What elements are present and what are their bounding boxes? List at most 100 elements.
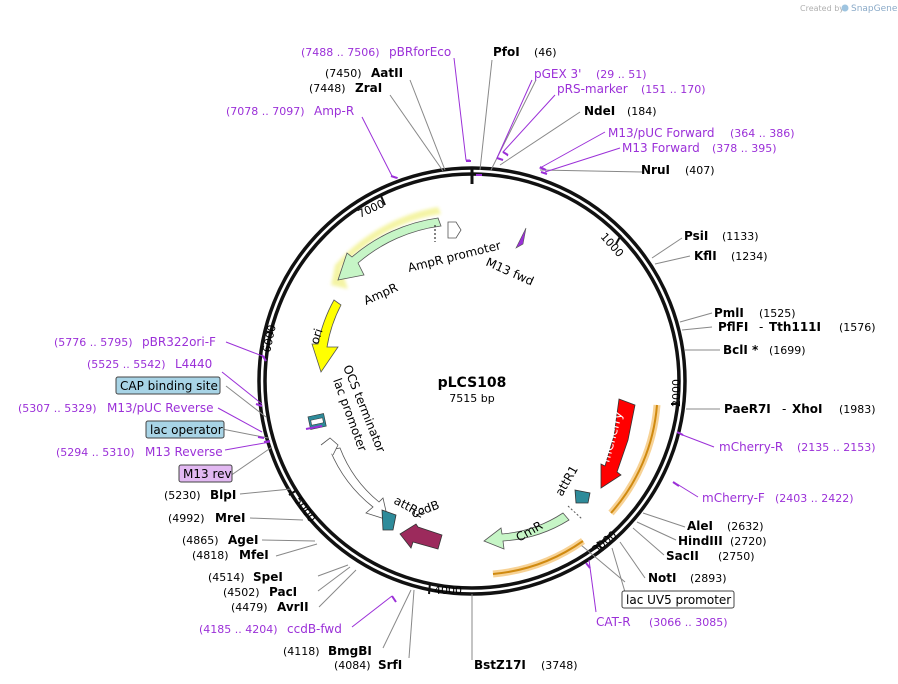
feature-label-ori: ori [308, 327, 326, 346]
enzyme-hindiii: HindIII (2720) [678, 534, 767, 548]
enzyme-paer7i-xhoi: PaeR7I-XhoI(1983) [724, 402, 876, 416]
leader-lines [221, 59, 720, 660]
primer-m13-puc-forward: M13/pUC Forward(364 .. 386) [608, 126, 795, 140]
credit-brand: SnapGene [851, 4, 898, 14]
enzyme-position: (4118) [283, 645, 320, 658]
primer-marks [255, 151, 684, 603]
enzyme-name: ZraI [355, 81, 382, 95]
credit-text: Created by [800, 4, 844, 13]
primer-range: (5776 .. 5795) [54, 336, 133, 349]
enzyme-name: AleI [687, 519, 713, 533]
feature-m13-fwd [515, 227, 527, 249]
tick-0: 1000 [598, 230, 626, 260]
enzyme-agei: (4865)AgeI [182, 533, 258, 547]
enzyme-position: (1525) [759, 307, 796, 320]
enzyme-name: HindIII [678, 534, 723, 548]
enzyme-name: SacII [666, 549, 699, 563]
feature-mcherry [600, 398, 636, 489]
primer-pbr322ori-f: (5776 .. 5795)pBR322ori-F [54, 335, 216, 349]
enzyme-position: (407) [685, 164, 715, 177]
enzyme-alei: AleI(2632) [687, 519, 764, 533]
enzyme-position: (1234) [731, 250, 768, 263]
enzyme-name: BlpI [210, 488, 236, 502]
enzyme-zrai: (7448) ZraI [309, 81, 382, 95]
enzyme-bstz17i: BstZ17I(3748) [474, 658, 578, 672]
enzyme-pflfi-tth111i: PflFI-Tth111I(1576) [718, 320, 876, 334]
enzyme-position: (1576) [839, 321, 876, 334]
feature-ccdb [399, 523, 443, 550]
enzyme-bmgbi: (4118)BmgBI [283, 644, 372, 658]
feature-cmr [483, 512, 570, 550]
primer-name: mCherry-F [702, 491, 765, 505]
tick-label-4000: 4000 [434, 584, 462, 597]
enzyme-position: (1699) [769, 344, 806, 357]
enzyme-position: (1133) [722, 230, 759, 243]
enzyme-name: NotI [648, 571, 677, 585]
enzyme-srfi: (4084)SrfI [334, 658, 402, 672]
primer-name: CAT-R [596, 615, 631, 629]
enzyme-position: (2750) [718, 550, 755, 563]
primer-name: M13 Reverse [145, 445, 223, 459]
primer-range: (3066 .. 3085) [649, 616, 728, 629]
enzyme-kfli: KflI(1234) [694, 249, 768, 263]
plasmid-name: pLCS108 [438, 375, 507, 391]
enzyme-name: SpeI [253, 570, 283, 584]
primer-range: (2135 .. 2153) [797, 441, 876, 454]
primer-prs-marker: pRS-marker (151 .. 170) [557, 82, 706, 96]
feature-attr2 [381, 509, 397, 531]
enzyme-name: MfeI [239, 548, 269, 562]
primer-amp-r: (7078 .. 7097)Amp-R [226, 104, 354, 118]
tick-3: 4000 [428, 582, 462, 597]
boxed-label-text: M13 rev [183, 467, 232, 481]
primer-range: (151 .. 170) [641, 83, 706, 96]
primer-range: (5294 .. 5310) [56, 446, 135, 459]
primer-range: (4185 .. 4204) [199, 623, 278, 636]
feature-ampr-promoter [434, 221, 462, 242]
enzyme-paci: (4502)PacI [223, 585, 297, 599]
enzyme-position: (5230) [164, 489, 201, 502]
boxed-label-text: lac UV5 promoter [626, 593, 731, 607]
feature-ampr [331, 207, 442, 289]
primer-mcherry-r: mCherry-R (2135 .. 2153) [719, 440, 876, 454]
enzyme-name: PmlI [714, 306, 744, 320]
enzyme-position: (4084) [334, 659, 371, 672]
primer-name: ccdB-fwd [287, 622, 342, 636]
feature-orange-arcs [492, 404, 661, 578]
primer-name: pRS-marker [557, 82, 628, 96]
enzyme-position: (1983) [839, 403, 876, 416]
primer-name: pBRforEco [389, 45, 451, 59]
enzyme-mrei: (4992)MreI [168, 511, 245, 525]
enzyme-position: (7448) [309, 82, 346, 95]
primer-pgex-3: pGEX 3'(29 .. 51) [534, 67, 647, 81]
enzyme-position: (7450) [325, 67, 362, 80]
boxed-label-lac-uv5-promoter: lac UV5 promoter [621, 590, 735, 609]
enzyme-pfoi: PfoI(46) [493, 45, 557, 59]
primer-l4440: (5525 .. 5542)L4440 [87, 357, 212, 371]
enzyme-sacii: SacII (2750) [666, 549, 755, 563]
feature-label-m13-fwd: M13 fwd [484, 255, 536, 288]
feature-lac-promoter [320, 437, 389, 521]
enzyme-position: (4818) [192, 549, 229, 562]
tick-5: 6000 [260, 324, 279, 354]
boxed-label-text: CAP binding site [120, 379, 218, 393]
enzyme-spei: (4514)SpeI [208, 570, 283, 584]
primer-range: (364 .. 386) [730, 127, 795, 140]
enzyme-position: (2720) [730, 535, 767, 548]
enzyme-position: (4479) [231, 601, 268, 614]
enzyme-name: AvrII [277, 600, 309, 614]
enzyme-noti: NotI(2893) [648, 571, 727, 585]
primer-range: (5307 .. 5329) [18, 402, 97, 415]
enzyme-position: (4992) [168, 512, 205, 525]
enzyme-name: PaeR7I [724, 402, 771, 416]
primer-name: mCherry-R [719, 440, 783, 454]
primer-range: (2403 .. 2422) [775, 492, 854, 505]
enzyme-blpi: (5230) BlpI [164, 488, 236, 502]
primer-range: (378 .. 395) [712, 142, 777, 155]
feature-label-ampr: AmpR [362, 280, 400, 307]
primer-range: (7078 .. 7097) [226, 105, 305, 118]
boxed-label-cap-binding-site: CAP binding site [115, 376, 221, 395]
enzyme-mfei: (4818) MfeI [192, 548, 269, 562]
enzyme-name: PacI [269, 585, 297, 599]
enzyme-avrii: (4479) AvrII [231, 600, 309, 614]
